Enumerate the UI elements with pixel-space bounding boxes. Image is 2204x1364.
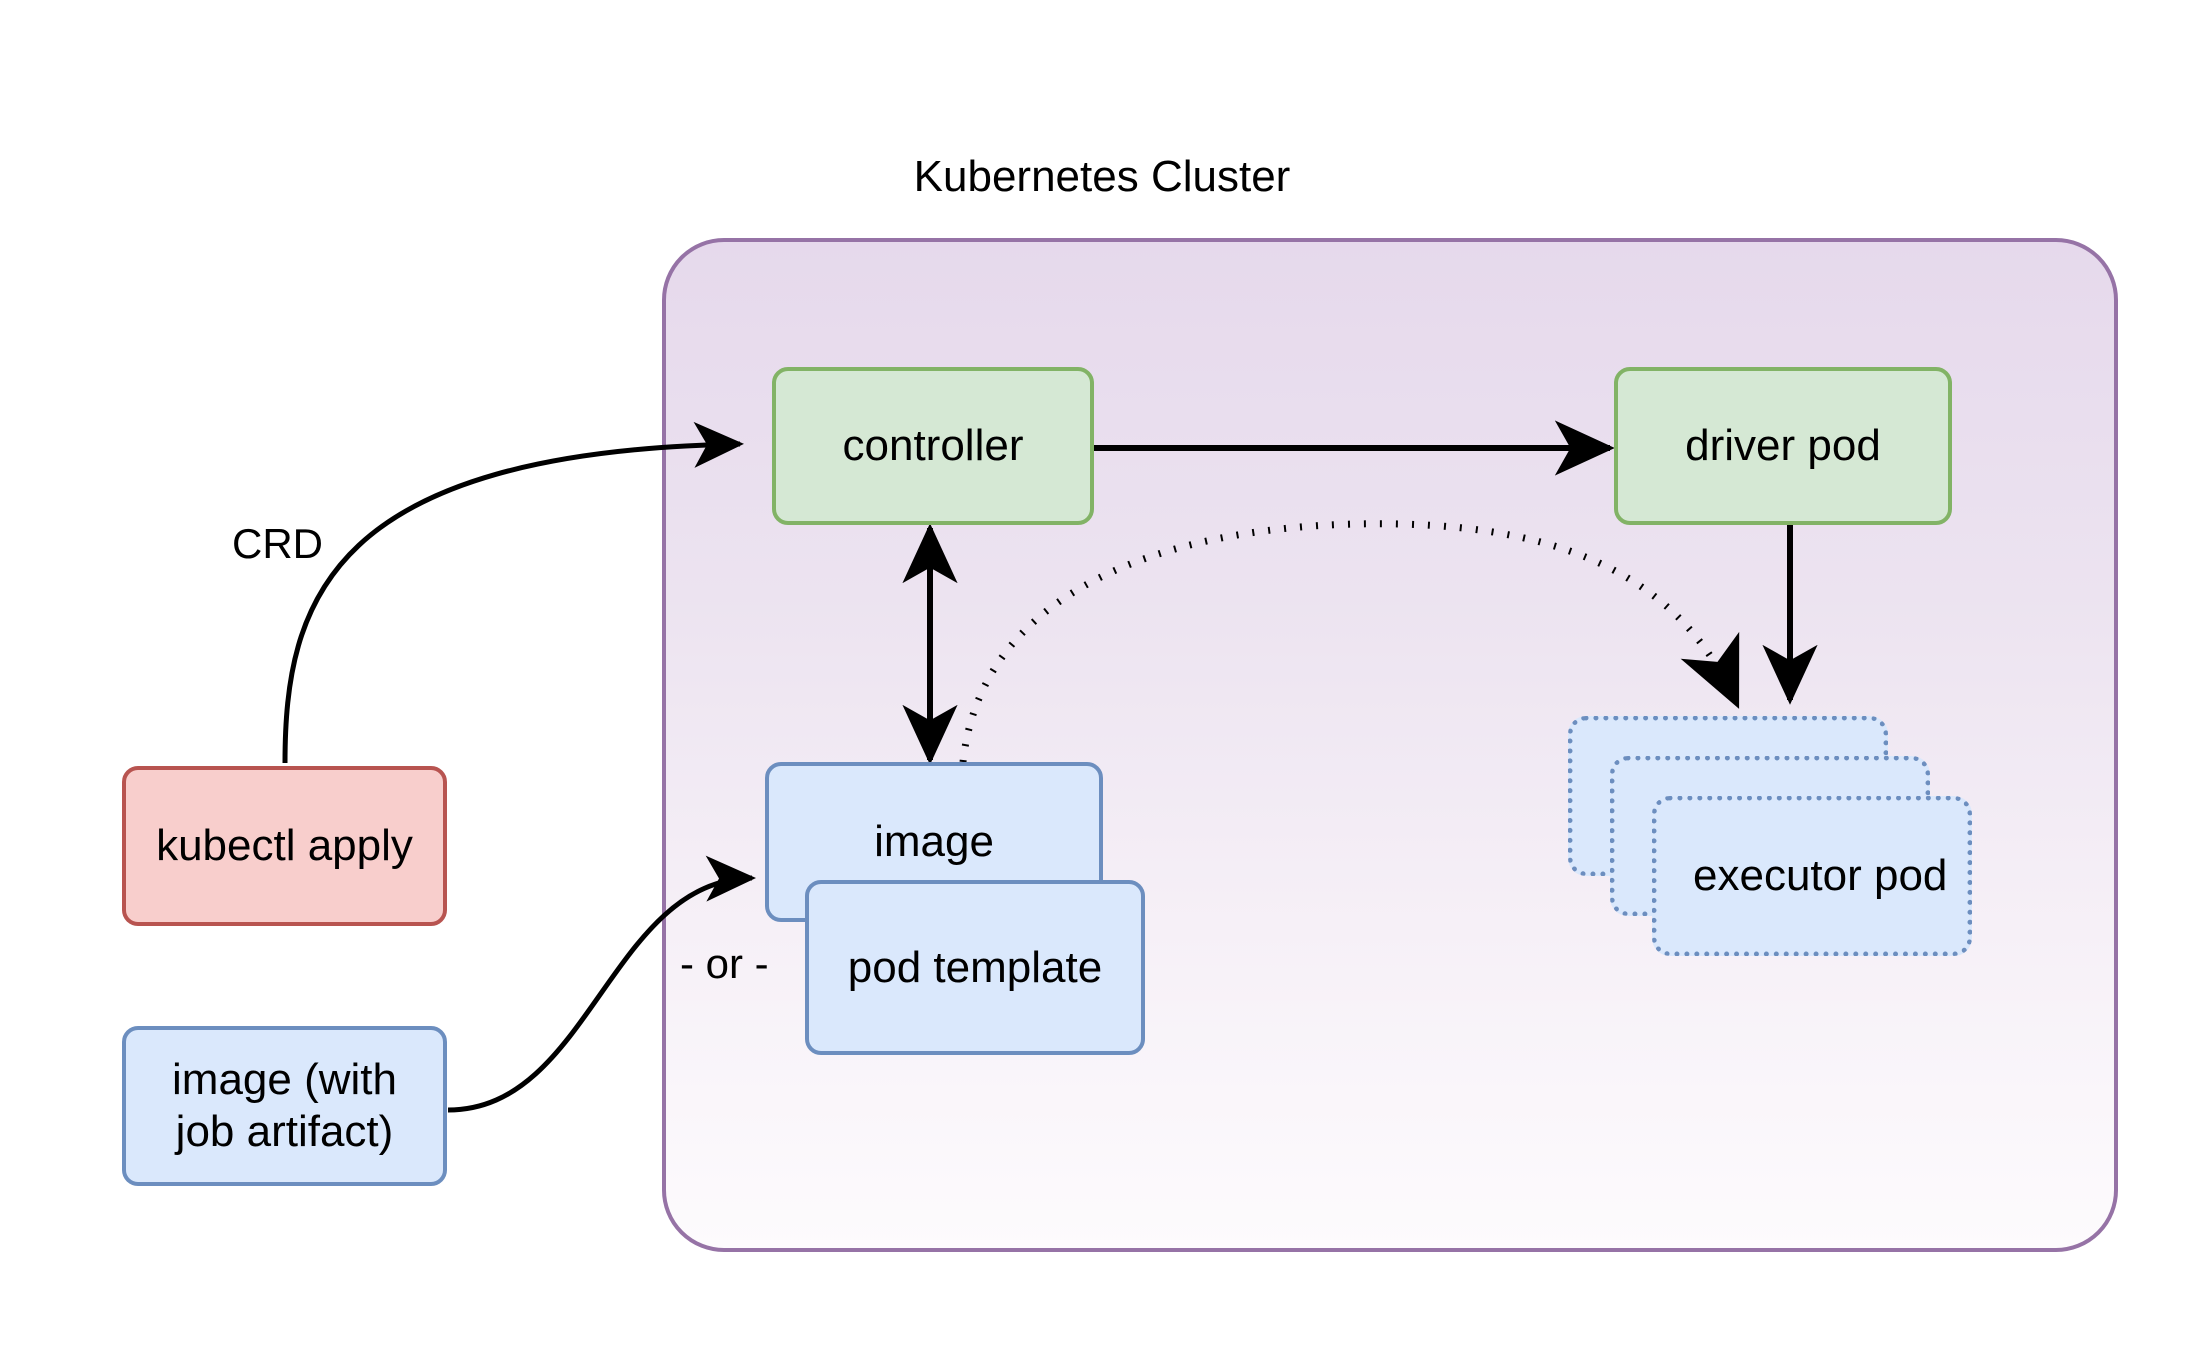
cluster-title: Kubernetes Cluster (913, 152, 1291, 201)
edge-label-or: - or - (680, 940, 769, 987)
edge-label-crd: CRD (232, 520, 323, 567)
node-executor-pod-1-label: executor pod (1693, 851, 1948, 900)
node-image-with-job-artifact-label-line1: image (with (172, 1055, 397, 1105)
node-image-with-job-artifact-label-line2: job artifact) (175, 1107, 394, 1156)
node-image-label: image (874, 817, 994, 867)
node-image-with-job-artifact[interactable]: image (with job artifact) (122, 1026, 447, 1186)
executor-pod-stack: executor pod executor pod executor pod (1568, 716, 2018, 986)
node-kubectl-apply[interactable]: kubectl apply (122, 766, 447, 926)
node-executor-pod-1[interactable]: executor pod (1652, 796, 1972, 956)
node-pod-template-label: pod template (847, 942, 1103, 992)
node-pod-template[interactable]: pod template (805, 880, 1145, 1055)
node-driver-pod-label: driver pod (1685, 421, 1881, 471)
node-controller[interactable]: controller (772, 367, 1094, 525)
node-driver-pod[interactable]: driver pod (1614, 367, 1952, 525)
node-kubectl-apply-label: kubectl apply (156, 821, 413, 871)
node-controller-label: controller (842, 421, 1024, 471)
